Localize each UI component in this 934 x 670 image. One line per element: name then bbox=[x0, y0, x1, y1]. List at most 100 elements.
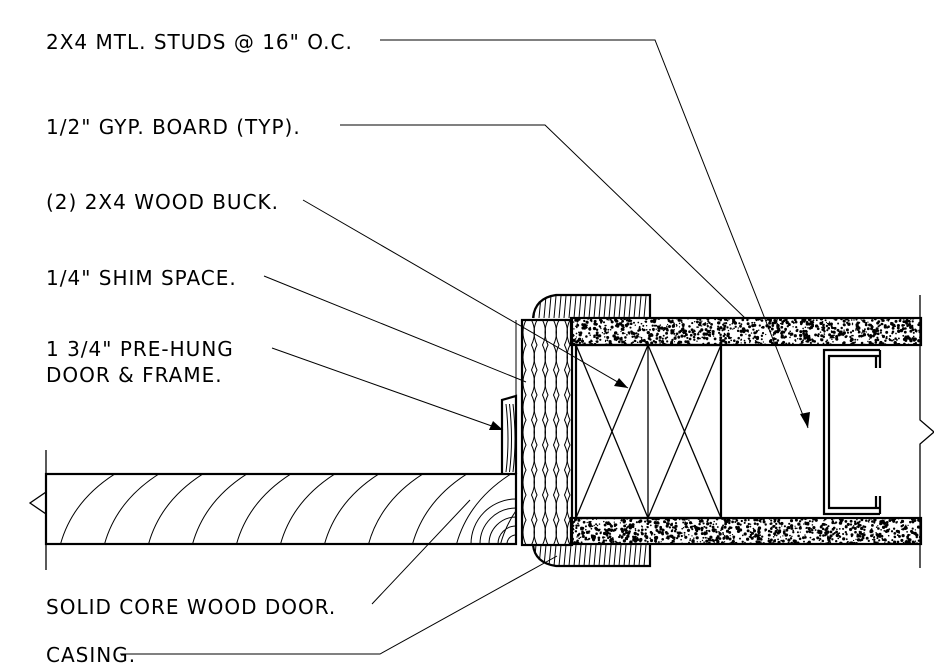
stipple-dot bbox=[584, 325, 588, 329]
door-grain-line bbox=[500, 509, 516, 544]
stipple-dot bbox=[727, 329, 730, 332]
stipple-dot bbox=[904, 327, 907, 330]
stipple-dot bbox=[786, 325, 789, 328]
arrowhead-buck bbox=[614, 378, 628, 388]
stipple-dot bbox=[678, 322, 681, 325]
stipple-dot bbox=[847, 319, 850, 322]
stipple-dot bbox=[684, 332, 687, 335]
stipple-dot bbox=[696, 340, 698, 342]
stipple-dot bbox=[851, 526, 855, 530]
leader-studs bbox=[380, 39, 809, 429]
stipple-dot bbox=[575, 325, 577, 328]
stipple-dot bbox=[597, 528, 601, 532]
stipple-dot bbox=[683, 531, 686, 534]
stipple-dot bbox=[690, 328, 694, 332]
stipple-dot bbox=[745, 537, 750, 541]
stipple-dot bbox=[902, 320, 906, 324]
casing-hatch-line bbox=[623, 545, 627, 566]
stipple-dot bbox=[784, 329, 787, 332]
stipple-dot bbox=[626, 529, 628, 532]
stipple-dot bbox=[874, 328, 878, 333]
stipple-dot bbox=[753, 535, 757, 538]
stipple-dot bbox=[638, 328, 642, 332]
stipple-dot bbox=[668, 526, 672, 529]
stipple-dot bbox=[878, 535, 882, 538]
stipple-dot bbox=[673, 322, 675, 325]
stipple-dot bbox=[896, 521, 898, 523]
stipple-dot bbox=[636, 341, 639, 344]
stipple-dot bbox=[843, 329, 845, 331]
stipple-dot bbox=[662, 334, 665, 337]
stipple-dot bbox=[596, 524, 599, 527]
casing-hatch-line bbox=[608, 545, 612, 566]
stipple-dot bbox=[629, 326, 632, 329]
stipple-dot bbox=[762, 341, 765, 343]
stipple-dot bbox=[870, 342, 873, 345]
stipple-dot bbox=[737, 327, 739, 329]
stipple-dot bbox=[644, 532, 647, 535]
stipple-dot bbox=[855, 323, 859, 327]
stipple-dot bbox=[664, 521, 667, 524]
stipple-dot bbox=[756, 522, 759, 526]
stipple-dot bbox=[691, 539, 695, 543]
metal-stud-inner bbox=[827, 354, 880, 510]
stipple-dot bbox=[862, 319, 866, 323]
stipple-dot bbox=[644, 534, 648, 538]
stipple-dot bbox=[573, 518, 577, 522]
stipple-dot bbox=[822, 336, 825, 339]
stipple-dot bbox=[870, 319, 874, 322]
stipple-dot bbox=[739, 523, 742, 526]
stipple-dot bbox=[615, 527, 618, 530]
stipple-dot bbox=[607, 536, 610, 540]
stipple-dot bbox=[761, 535, 764, 538]
stipple-dot bbox=[801, 318, 805, 322]
stipple-dot bbox=[827, 537, 830, 541]
casing-hatch-line bbox=[598, 295, 602, 318]
casing-hatch-line bbox=[598, 545, 602, 566]
stipple-dot bbox=[837, 537, 840, 540]
stipple-dot bbox=[661, 537, 665, 541]
stipple-dot bbox=[686, 336, 689, 339]
stipple-dot bbox=[737, 528, 741, 532]
stipple-dot bbox=[626, 334, 628, 336]
stipple-dot bbox=[792, 529, 795, 532]
stipple-dot bbox=[740, 323, 743, 326]
stipple-dot bbox=[821, 326, 823, 329]
stipple-dot bbox=[621, 323, 625, 328]
casing-hatch-line bbox=[578, 545, 582, 566]
stipple-dot bbox=[610, 325, 614, 329]
stipple-dot bbox=[760, 326, 763, 329]
stipple-dot bbox=[873, 539, 875, 542]
stipple-dot bbox=[857, 330, 861, 333]
stipple-dot bbox=[744, 329, 747, 332]
stipple-dot bbox=[714, 539, 717, 542]
stipple-dot bbox=[875, 533, 879, 537]
stipple-dot bbox=[858, 321, 861, 324]
stipple-dot bbox=[869, 334, 873, 338]
stipple-dot bbox=[696, 326, 698, 328]
stipple-dot bbox=[680, 532, 683, 534]
casing-hatch-line bbox=[618, 545, 622, 566]
stipple-dot bbox=[851, 322, 854, 325]
stipple-dot bbox=[914, 540, 917, 542]
stipple-dot bbox=[581, 339, 584, 343]
stipple-dot bbox=[757, 528, 761, 531]
stipple-dot bbox=[884, 541, 886, 543]
stipple-dot bbox=[836, 328, 840, 332]
stipple-dot bbox=[609, 538, 613, 543]
stipple-dot bbox=[785, 537, 788, 540]
stipple-dot bbox=[790, 333, 792, 336]
stipple-dot bbox=[907, 540, 910, 543]
stipple-dot bbox=[751, 323, 755, 328]
stipple-dot bbox=[722, 536, 726, 540]
stipple-dot bbox=[776, 339, 780, 342]
stipple-dot bbox=[723, 541, 726, 543]
stipple-dot bbox=[877, 527, 880, 530]
casing-hatch-line bbox=[638, 295, 642, 318]
stipple-dot bbox=[637, 321, 640, 324]
stipple-dot bbox=[615, 319, 619, 323]
stipple-dot bbox=[634, 337, 637, 339]
stipple-dot bbox=[726, 332, 730, 336]
stipple-dot bbox=[640, 531, 643, 534]
stipple-dot bbox=[588, 340, 592, 344]
